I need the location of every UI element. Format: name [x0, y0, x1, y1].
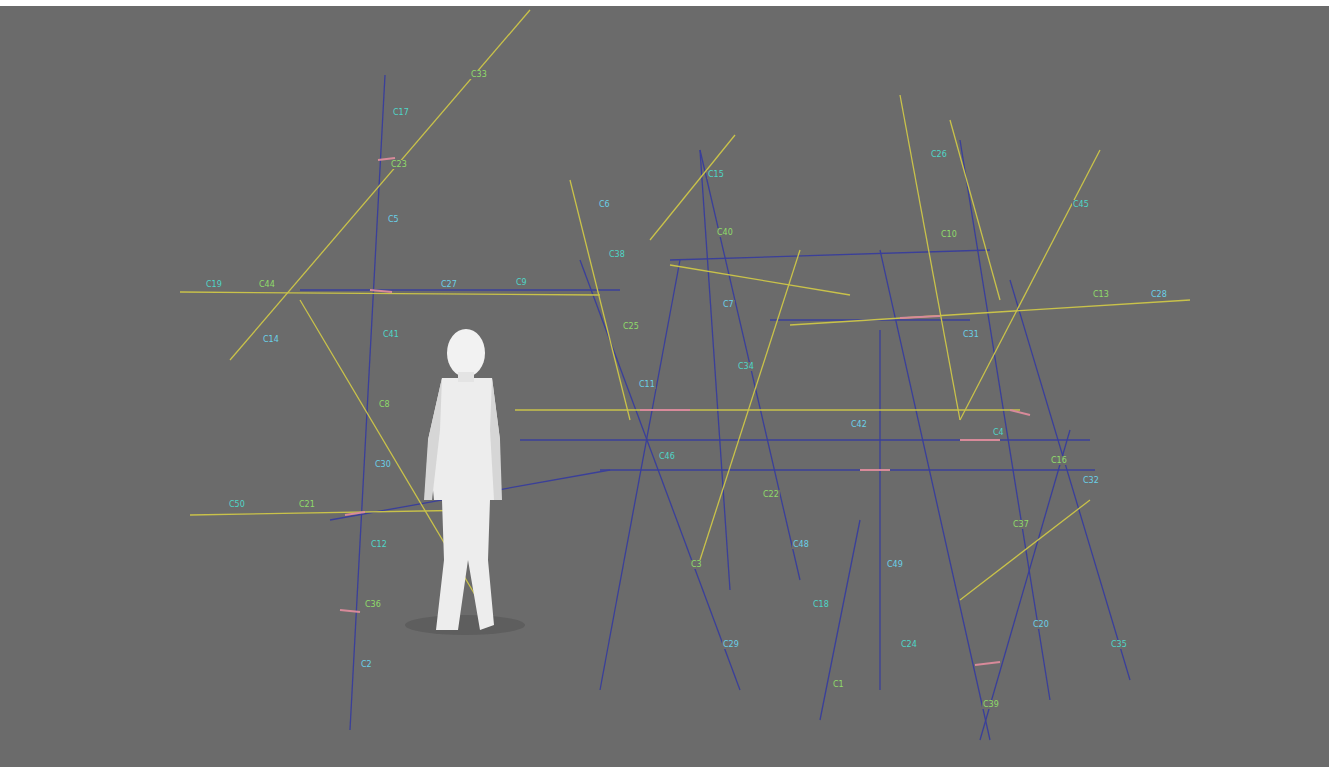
- blue-members: [300, 75, 1130, 740]
- member-label: C32: [1082, 476, 1100, 485]
- member-label: C41: [382, 330, 400, 339]
- member-label: C35: [1110, 640, 1128, 649]
- member-label: C46: [658, 452, 676, 461]
- member-label: C10: [940, 230, 958, 239]
- member-label: C1: [832, 680, 845, 689]
- member-label: C21: [298, 500, 316, 509]
- member-label: C26: [930, 150, 948, 159]
- member-label: C6: [598, 200, 611, 209]
- member-label: C36: [364, 600, 382, 609]
- member-label: C38: [608, 250, 626, 259]
- member-label: C37: [1012, 520, 1030, 529]
- member-label: C22: [762, 490, 780, 499]
- member-label: C25: [622, 322, 640, 331]
- member-label: C28: [1150, 290, 1168, 299]
- joints: [340, 158, 1030, 665]
- member-label: C49: [886, 560, 904, 569]
- member-label: C24: [900, 640, 918, 649]
- member-label: C13: [1092, 290, 1110, 299]
- member-label: C45: [1072, 200, 1090, 209]
- member-label: C33: [470, 70, 488, 79]
- top-border: [0, 0, 1329, 6]
- member-label: C19: [205, 280, 223, 289]
- member-label: C27: [440, 280, 458, 289]
- member-label: C30: [374, 460, 392, 469]
- member-label: C50: [228, 500, 246, 509]
- member-label: C2: [360, 660, 373, 669]
- shadow: [405, 615, 525, 635]
- member-label: C3: [690, 560, 703, 569]
- member-label: C15: [707, 170, 725, 179]
- member-label: C39: [982, 700, 1000, 709]
- member-label: C14: [262, 335, 280, 344]
- member-label: C4: [992, 428, 1005, 437]
- member-label: C34: [737, 362, 755, 371]
- member-label: C29: [722, 640, 740, 649]
- member-label: C44: [258, 280, 276, 289]
- member-label: C20: [1032, 620, 1050, 629]
- member-label: C31: [962, 330, 980, 339]
- human-figure: [424, 329, 502, 630]
- member-label: C5: [387, 215, 400, 224]
- member-label: C40: [716, 228, 734, 237]
- member-label: C11: [638, 380, 656, 389]
- yellow-members: [180, 10, 1190, 620]
- member-label: C12: [370, 540, 388, 549]
- member-label: C7: [722, 300, 735, 309]
- member-label: C8: [378, 400, 391, 409]
- member-label: C48: [792, 540, 810, 549]
- member-label: C18: [812, 600, 830, 609]
- member-label: C42: [850, 420, 868, 429]
- member-label: C23: [390, 160, 408, 169]
- member-label: C17: [392, 108, 410, 117]
- member-label: C9: [515, 278, 528, 287]
- member-label: C16: [1050, 456, 1068, 465]
